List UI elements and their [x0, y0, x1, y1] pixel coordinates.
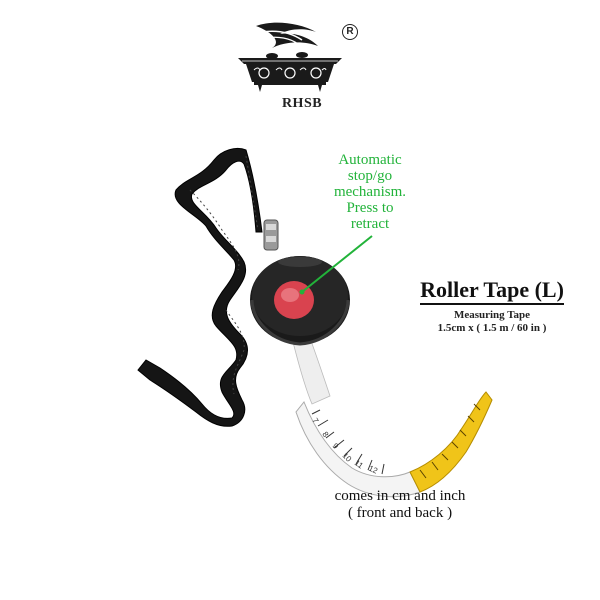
annotation-line: stop/go	[347, 168, 393, 184]
units-caption: comes in cm and inch ( front and back )	[300, 488, 500, 522]
brand-logo: R RHSB	[232, 18, 372, 111]
caption-line-1: comes in cm and inch	[334, 488, 466, 504]
tape-tick-label: 11	[353, 458, 365, 470]
caption-line-2: ( front and back )	[347, 505, 453, 521]
registered-trademark-icon: R	[342, 24, 358, 40]
annotation-line: Automatic	[338, 152, 402, 168]
mechanism-annotation: Automatic stop/go mechanism. Press to re…	[318, 152, 422, 232]
annotation-line: retract	[350, 216, 390, 232]
brand-name: RHSB	[281, 96, 323, 111]
product-subtitle: Measuring Tape	[453, 309, 531, 321]
tape-case	[250, 256, 350, 346]
tape-tick-label: 12	[367, 464, 379, 476]
lanyard-strap	[137, 147, 279, 427]
lotus-bowl-logo-icon	[238, 22, 342, 92]
tape-tick-label: 9	[330, 442, 340, 452]
annotation-line: mechanism.	[333, 184, 407, 200]
annotation-pointer	[301, 235, 373, 293]
tape-tick-label: 7	[310, 417, 320, 426]
annotation-line: Press to	[346, 200, 394, 216]
product-dimensions: 1.5cm x ( 1.5 m / 60 in )	[437, 322, 547, 334]
tape-tick-label: 8	[320, 430, 330, 439]
product-title: Roller Tape (L)	[420, 278, 564, 305]
measuring-tape	[291, 337, 493, 498]
product-title-block: Roller Tape (L) Measuring Tape 1.5cm x (…	[404, 278, 580, 334]
